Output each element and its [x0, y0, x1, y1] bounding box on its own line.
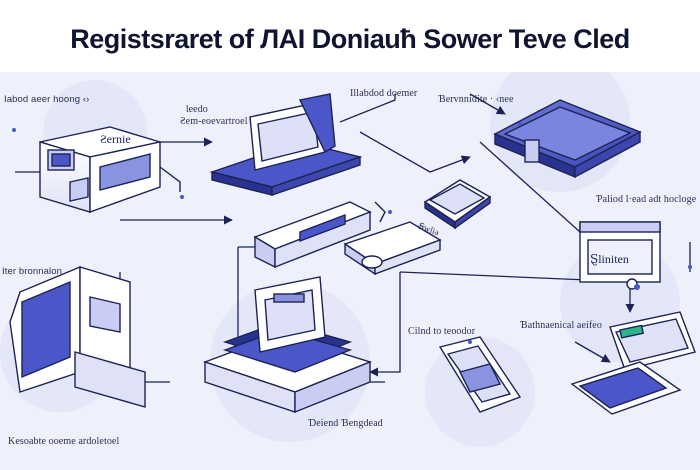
small-tablet-device [423, 179, 492, 230]
window-panel-device [579, 221, 661, 290]
label-top-center-left-2: Ƨem-eoevartroel [180, 116, 248, 127]
arrow-d [469, 93, 506, 115]
arrow-f [479, 141, 581, 233]
label-top-left: Iabod aeer hoong ‹› [4, 94, 90, 105]
terminal-box-device [39, 126, 181, 213]
label-bottom-center: Ɗeiend Ɓengdead [308, 418, 383, 429]
label-screen-left: Ƨernie [100, 132, 131, 146]
title-band: Registsraret of ЛAI Donіauћ Sower Teve C… [0, 0, 700, 72]
label-top-center-left-1: Ɩeedo [186, 104, 208, 115]
arrow-c [339, 94, 396, 123]
center-console-device [253, 201, 442, 276]
label-top-right: Ɓervnnidite · ‹nee [438, 94, 514, 105]
label-left-mid: Iter bronnalon [2, 266, 63, 277]
diagram-svg [0, 72, 696, 447]
tablet-on-base-device [209, 93, 363, 196]
arrow-i [369, 272, 401, 377]
diagram-title: Registsraret of ЛAI Donіauћ Sower Teve C… [70, 24, 630, 54]
monitor-stack-device [202, 276, 373, 414]
label-top-center: Illabdod doemer [350, 88, 418, 99]
arrow-n [574, 341, 611, 363]
blue-tray-device [493, 99, 642, 179]
label-right-mid: Ƥaliod l·ead adt hocloge [596, 194, 697, 205]
label-bottom-center-right: Cilnd to teoodor [408, 326, 476, 337]
label-right-screen: Ȿliniten [590, 252, 629, 266]
decor-dots [12, 122, 692, 344]
diagram-canvas: Iabod aeer hoong ‹› Ƨernie Ɩeedo Ƨem-eoe… [0, 72, 700, 470]
label-bottom-left: Kesoabte ooeme ardoletoel [8, 436, 120, 447]
green-terminal-device [570, 311, 696, 415]
label-bottom-right: Ɓathnaenical aeifeo [520, 320, 602, 331]
folder-phone-device [9, 265, 146, 408]
bottom-tablet-device [438, 336, 522, 413]
arrow-e [359, 131, 471, 173]
